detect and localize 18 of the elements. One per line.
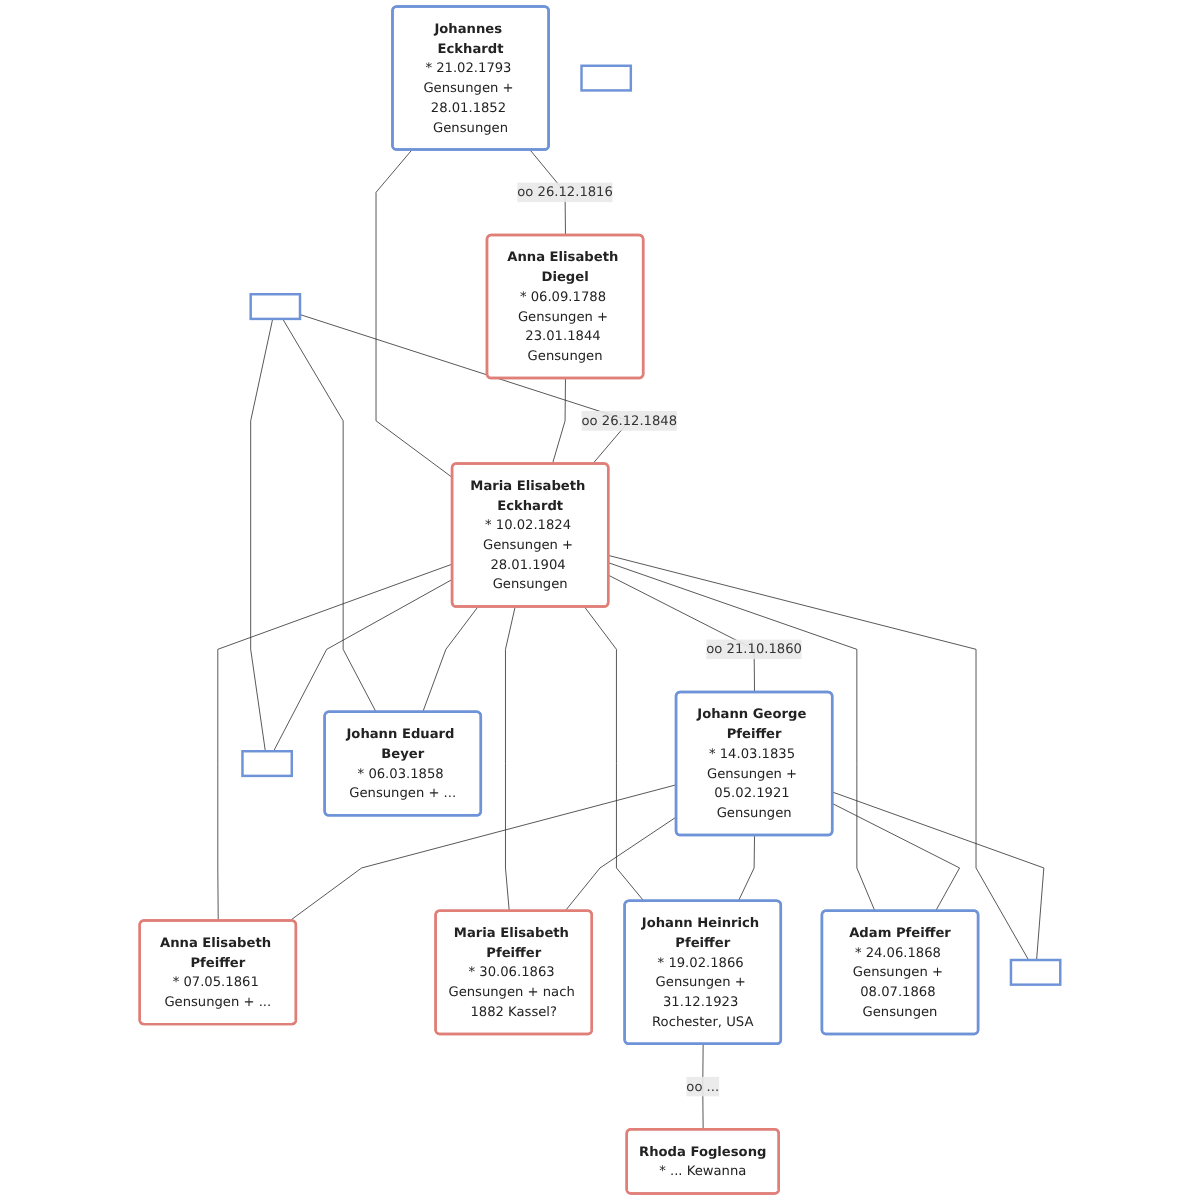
connector (584, 606, 645, 902)
connector (422, 606, 479, 713)
node-box (241, 750, 293, 778)
connector (552, 378, 566, 465)
connector (289, 784, 677, 922)
connector (737, 835, 755, 902)
connector (273, 578, 453, 752)
node-box (249, 293, 302, 321)
connector (217, 563, 453, 922)
node-box (1009, 958, 1062, 986)
connector (832, 803, 960, 912)
connector (282, 318, 377, 713)
connector (832, 791, 1045, 961)
connector (250, 318, 274, 752)
node-box (580, 64, 633, 92)
connector (375, 149, 453, 478)
connector (564, 816, 677, 912)
connector (505, 606, 516, 912)
